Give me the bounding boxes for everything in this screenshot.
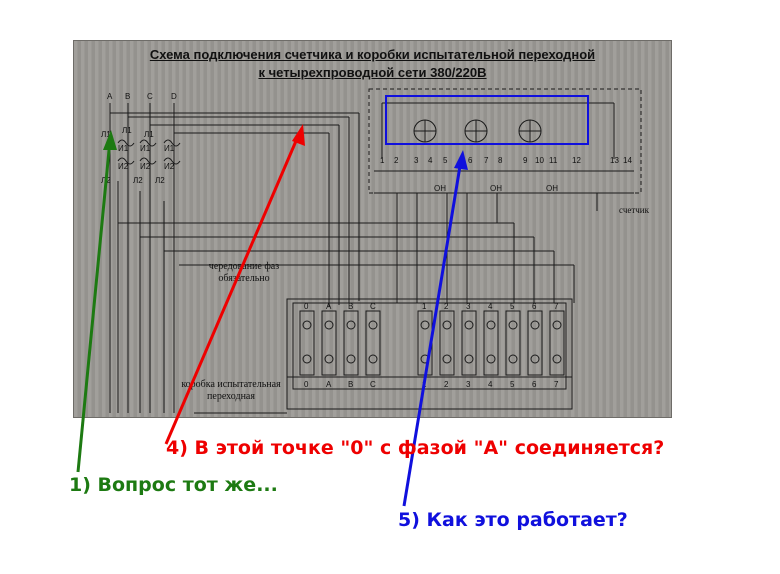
box-bottom-label-c: C <box>370 380 376 389</box>
highlight-box <box>385 95 589 145</box>
meter-terminal-2: 2 <box>394 156 399 165</box>
red-arrowhead <box>292 124 305 146</box>
meter-terminal-12: 12 <box>572 156 581 165</box>
meter-terminal-3: 3 <box>414 156 419 165</box>
meter-terminal-9: 9 <box>523 156 528 165</box>
blue-arrowhead <box>454 150 468 170</box>
wiring-schematic: A B C D Л1 Л1 Л1 Л2 Л2 Л2 И1 И1 И1 И2 И2… <box>101 88 650 414</box>
green-arrow <box>76 139 112 473</box>
question-5: 5) Как это работает? <box>398 509 628 531</box>
test-box-note: коробка испытательная переходная <box>181 379 281 402</box>
meter-terminal-11: 11 <box>549 156 558 165</box>
box-top-label-7: 7 <box>554 302 559 311</box>
box-bottom-label-5: 5 <box>510 380 515 389</box>
oh-label-2: ОН <box>490 184 502 193</box>
box-top-label-b: B <box>348 302 353 311</box>
box-top-label-0: 0 <box>304 302 309 311</box>
wiring-diagram-image: Схема подключения счетчика и коробки исп… <box>73 40 672 418</box>
question-1: 1) Вопрос тот же... <box>69 474 278 496</box>
box-bottom-label-a: A <box>326 380 332 389</box>
i2-label-3: И2 <box>164 162 175 171</box>
box-bottom-label-4: 4 <box>488 380 493 389</box>
box-bottom-label-6: 6 <box>532 380 537 389</box>
red-arrow <box>164 133 301 445</box>
meter-terminal-6: 6 <box>468 156 473 165</box>
diagram-title-line1: Схема подключения счетчика и коробки исп… <box>149 47 596 62</box>
l1-label-3: Л1 <box>144 130 154 139</box>
box-top-label-3: 3 <box>466 302 471 311</box>
oh-label-1: ОН <box>434 184 446 193</box>
meter-terminal-5: 5 <box>443 156 448 165</box>
box-bottom-label-7: 7 <box>554 380 559 389</box>
green-arrowhead <box>103 130 117 150</box>
i1-label-2: И1 <box>140 144 151 153</box>
l2-label-2: Л2 <box>133 176 143 185</box>
phase-label-c: C <box>147 92 153 101</box>
meter-terminal-4: 4 <box>428 156 433 165</box>
box-top-label-4: 4 <box>488 302 493 311</box>
box-top-label-6: 6 <box>532 302 537 311</box>
diagram-title-line2: к четырехпроводной сети 380/220В <box>258 65 487 80</box>
l1-label-2: Л1 <box>122 126 132 135</box>
i2-label-2: И2 <box>140 162 151 171</box>
l1-label-1: Л1 <box>101 130 111 139</box>
oh-label-3: ОН <box>546 184 558 193</box>
meter-terminal-14: 14 <box>623 156 632 165</box>
meter-terminal-8: 8 <box>498 156 503 165</box>
meter-terminal-7: 7 <box>484 156 489 165</box>
box-top-label-2: 2 <box>444 302 449 311</box>
blue-arrow <box>402 159 463 507</box>
box-bottom-label-2: 2 <box>444 380 449 389</box>
box-top-label-a: A <box>326 302 332 311</box>
i1-label-1: И1 <box>118 144 129 153</box>
phase-label-d: D <box>171 92 177 101</box>
phase-label-a: A <box>107 92 113 101</box>
box-top-label-1: 1 <box>422 302 427 311</box>
phase-label-b: B <box>125 92 130 101</box>
box-bottom-label-b: B <box>348 380 353 389</box>
meter-label: счетчик <box>619 205 650 215</box>
l2-label-3: Л2 <box>155 176 165 185</box>
meter-terminal-13: 13 <box>610 156 619 165</box>
box-top-label-5: 5 <box>510 302 515 311</box>
phase-order-note: чередование фаз обязательно <box>208 261 280 284</box>
box-bottom-label-0: 0 <box>304 380 309 389</box>
box-top-label-c: C <box>370 302 376 311</box>
meter-terminal-1: 1 <box>380 156 385 165</box>
i1-label-3: И1 <box>164 144 175 153</box>
box-bottom-label-3: 3 <box>466 380 471 389</box>
i2-label-1: И2 <box>118 162 129 171</box>
meter-terminal-10: 10 <box>535 156 544 165</box>
question-4: 4) В этой точке "0" с фазой "А" соединяе… <box>166 437 665 459</box>
